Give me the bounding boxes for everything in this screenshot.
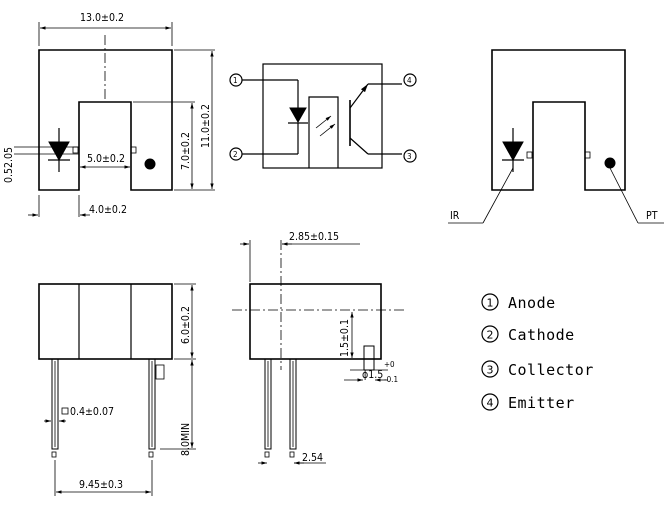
legend-label-emitter: Emitter [508,394,575,412]
dim-peg-dia: ϕ1.5 [362,369,383,381]
top-view: 13.0±0.2 11.0±0.2 7.0±0.2 5.0±0.2 0.52.0… [3,12,215,217]
pin-4: 4 [407,76,412,85]
legend-num-4: 4 [487,397,494,410]
dim-pitch: 2.54 [302,452,323,464]
pin-1: 1 [233,76,238,85]
legend-num-2: 2 [487,329,494,342]
dim-side-offset: 2.85±0.15 [289,231,339,243]
label-pt: PT [646,210,658,222]
pin-3: 3 [407,152,412,161]
dim-top-width: 13.0±0.2 [80,12,124,24]
dim-lead-width: 0.4±0.07 [70,406,114,418]
ir-pt-view: IR PT [448,49,664,224]
diode-icon [48,128,70,172]
dim-aperture: 0.52.05 [3,147,15,183]
dim-peg-tol-minus: -0.1 [384,375,398,384]
dim-side-height2: 1.5±0.1 [339,319,351,357]
dim-peg-tol-plus: +0 [384,360,395,369]
dim-slot-depth: 7.0±0.2 [180,132,192,170]
legend-num-3: 3 [487,364,494,377]
legend-label-cathode: Cathode [508,326,575,344]
side-view: 2.85±0.15 2.54 1.5±0.1 ϕ1.5 +0 -0.1 [232,231,404,465]
schematic: 1 2 4 3 [229,63,417,169]
dim-slot-width: 5.0±0.2 [87,153,125,165]
front-view: 6.0±0.2 8.0MIN 0.4±0.07 9.45±0.3 [38,283,196,496]
label-ir: IR [450,210,460,222]
dim-lead-min: 8.0MIN [180,423,192,456]
dim-lead-span: 9.45±0.3 [79,479,123,491]
dim-front-height: 6.0±0.2 [180,306,192,344]
pin-2: 2 [233,150,238,159]
dim-side-height: 11.0±0.2 [200,104,212,148]
legend-label-collector: Collector [508,361,594,379]
diode-icon [502,128,524,172]
dim-offset: 4.0±0.2 [89,204,127,216]
legend-label-anode: Anode [508,294,556,312]
pin-legend: 1 Anode 2 Cathode 3 Collector 4 Emitter [481,293,594,412]
legend-num-1: 1 [487,297,494,310]
